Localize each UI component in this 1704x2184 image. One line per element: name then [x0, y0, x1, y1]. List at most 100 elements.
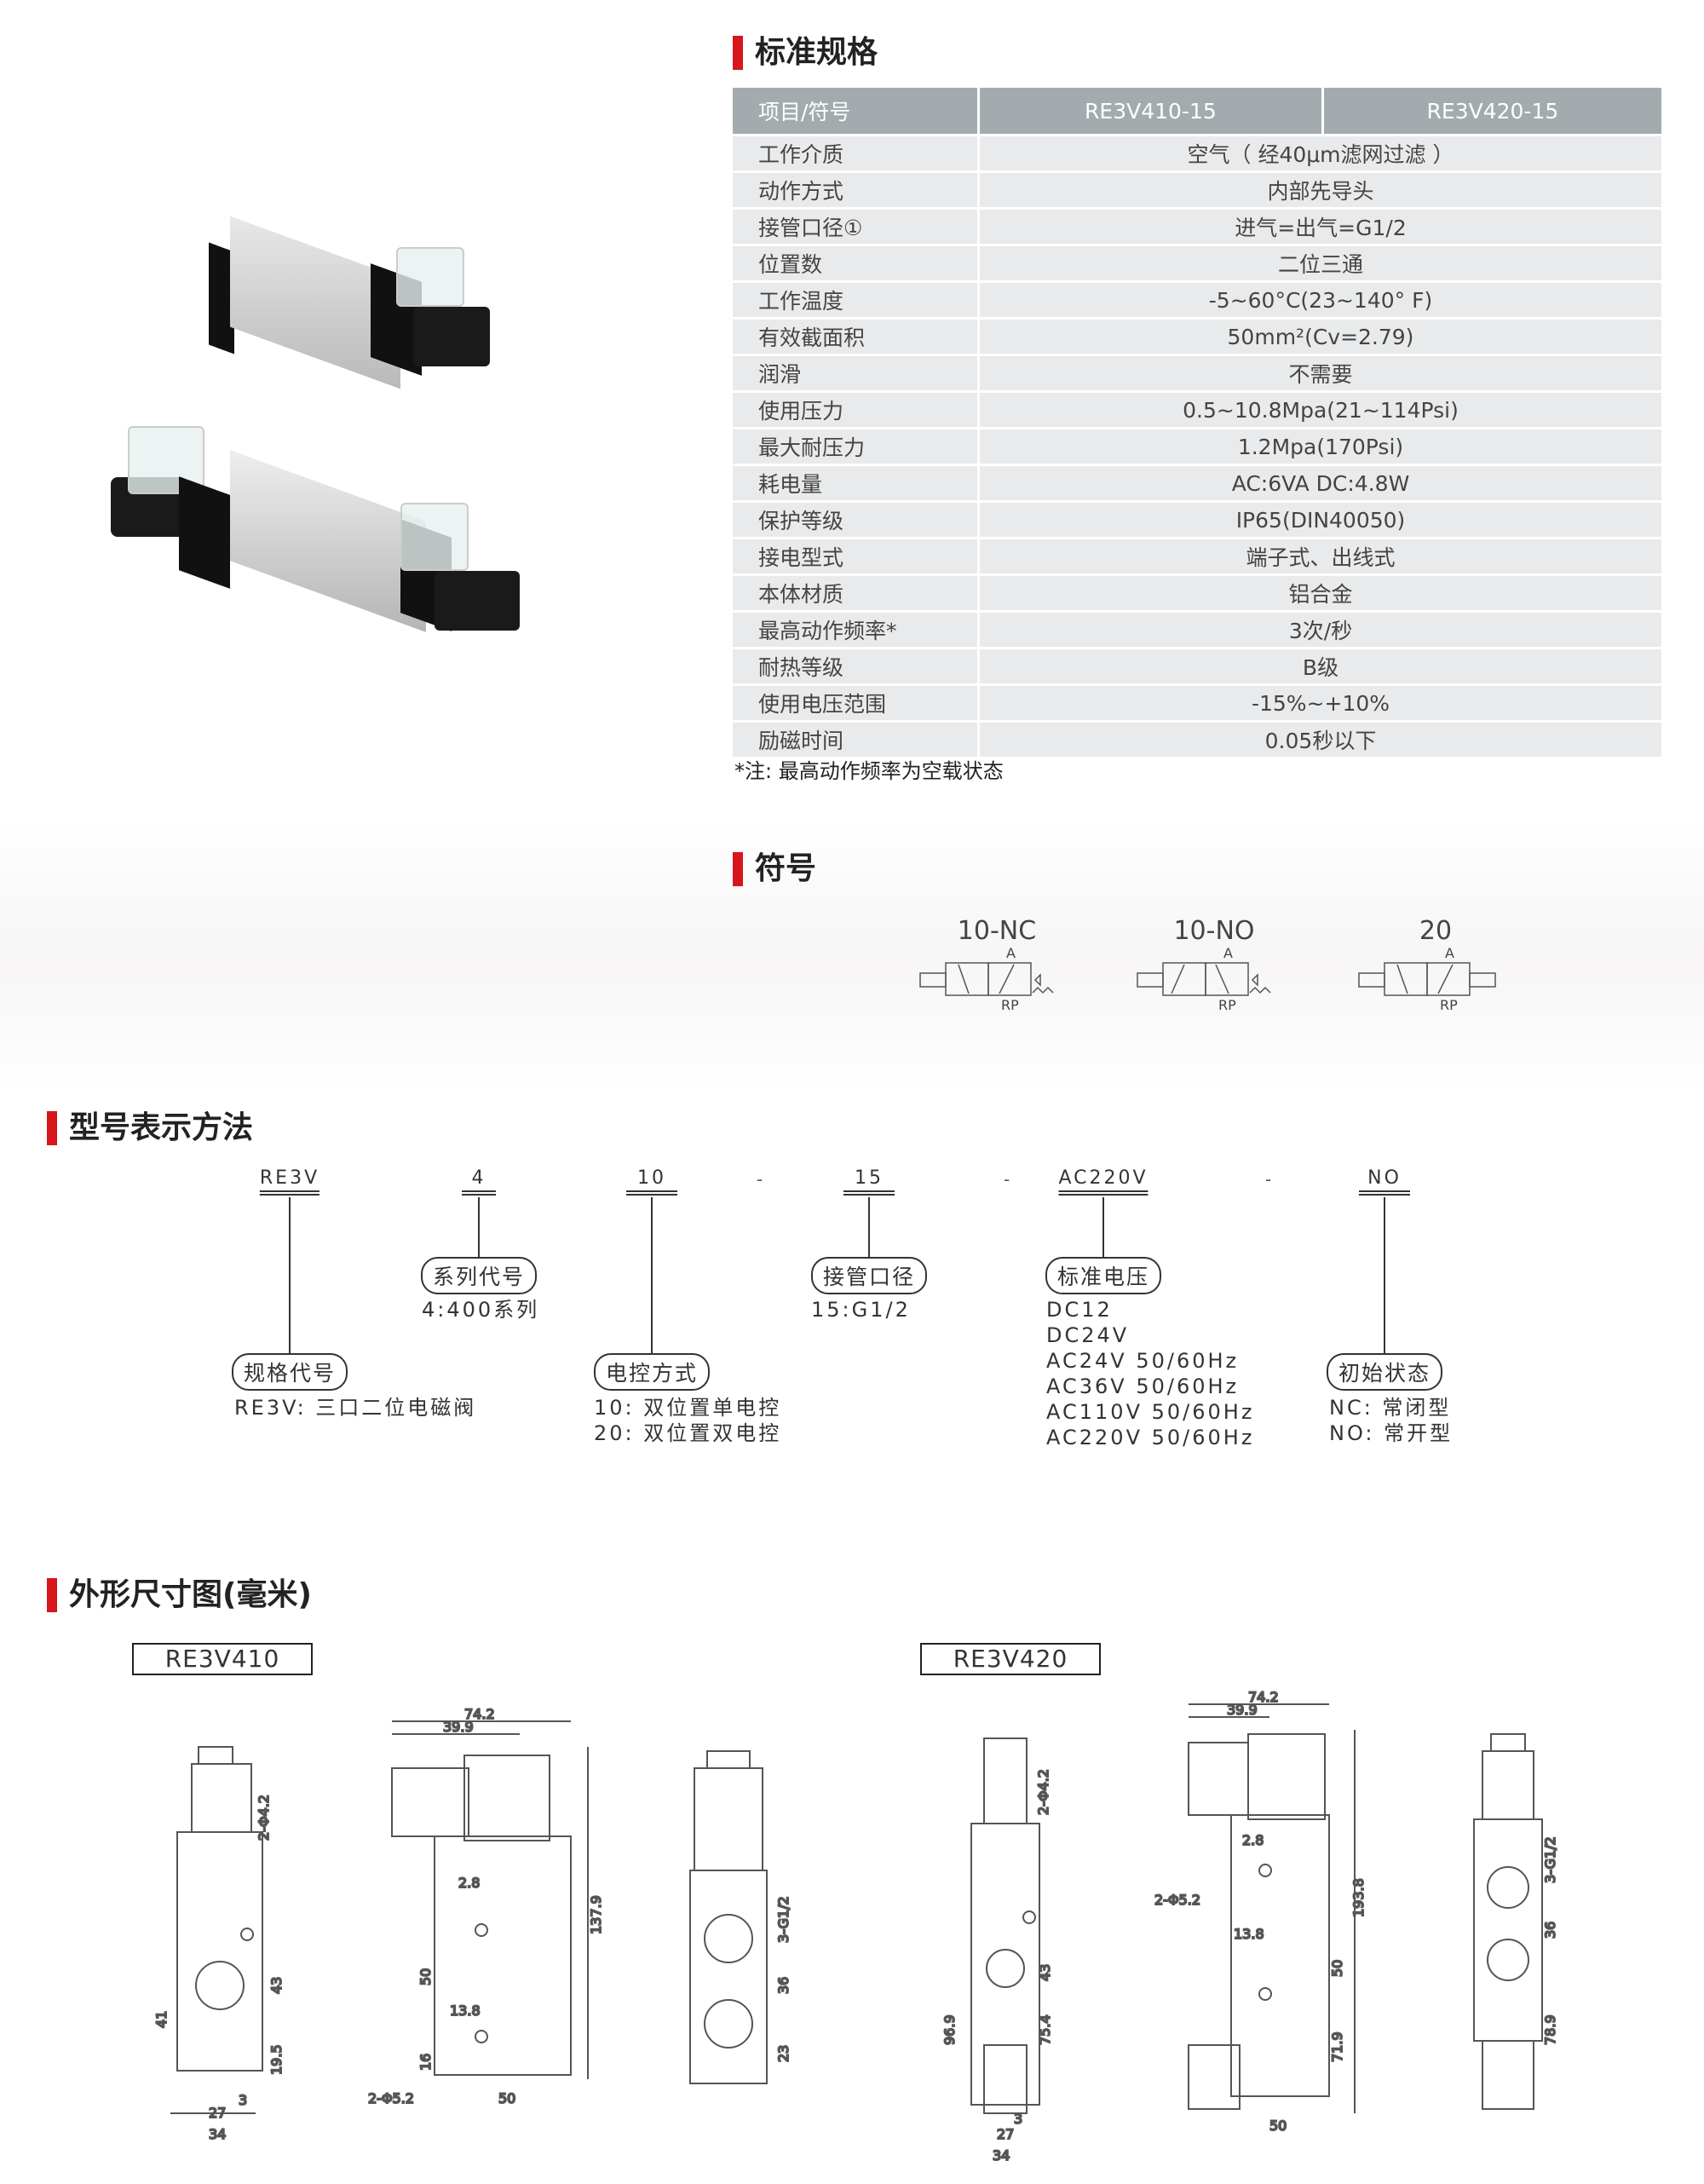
dim: 3 — [239, 2092, 247, 2108]
spec-row: 工作介质空气（ 经40μm滤网过滤 ） — [733, 136, 1661, 170]
coil-icon — [435, 571, 520, 631]
label-control: 电控方式 — [593, 1353, 711, 1391]
separator: - — [1265, 1169, 1272, 1190]
dim: 2-Φ5.2 — [368, 2090, 414, 2106]
header-item: 项目/符号 — [733, 88, 980, 134]
dim: 27 — [997, 2126, 1014, 2142]
valve-symbol-icon: A RP — [1358, 945, 1496, 1013]
spec-value: 内部先导头 — [980, 173, 1661, 207]
dim: 2.8 — [458, 1875, 480, 1891]
dim: 41 — [153, 2011, 170, 2028]
drawing-420-port: 3-G1/2 36 78.9 — [1473, 1733, 1559, 2110]
dim: 27 — [209, 2105, 226, 2121]
spec-label: 接电型式 — [733, 539, 980, 573]
code-series: 4 — [462, 1167, 496, 1196]
code-port: 15 — [843, 1167, 895, 1196]
port-desc: 15:G1/2 — [811, 1298, 911, 1322]
section-title-model: 型号表示方法 — [47, 1109, 253, 1147]
port-label: A — [1006, 946, 1016, 961]
port-label: RP — [1001, 997, 1019, 1013]
spec-value: 50mm²(Cv=2.79) — [980, 320, 1661, 354]
spec-label: 耐热等级 — [733, 649, 980, 683]
spec-value: AC:6VA DC:4.8W — [980, 466, 1661, 500]
symbol-label: 10-NO — [1173, 916, 1255, 946]
voltage-list: DC12 DC24V AC24V 50/60Hz AC36V 50/60Hz A… — [1046, 1297, 1254, 1450]
voltage-option: DC12 — [1046, 1298, 1113, 1322]
dim: 13.8 — [450, 2002, 481, 2019]
dim: 75.4 — [1037, 2014, 1053, 2045]
voltage-option: AC36V 50/60Hz — [1046, 1374, 1240, 1398]
port-label: RP — [1440, 997, 1458, 1013]
spec-row: 使用电压范围-15%~+10% — [733, 686, 1661, 720]
spec-value: 端子式、出线式 — [980, 539, 1661, 573]
port-label: A — [1445, 946, 1454, 961]
dim: 2.8 — [1242, 1832, 1264, 1848]
model-label-420: RE3V420 — [920, 1643, 1101, 1675]
dimension-drawings: 2-Φ4.2 43 19.5 41 27 3 34 74.2 39.9 2.8 … — [153, 1688, 1559, 2164]
drawing-410-front: 2-Φ4.2 43 19.5 41 27 3 34 — [153, 1746, 285, 2143]
spec-note: *注: 最高动作频率为空载状态 — [734, 759, 1004, 783]
control-desc: 10: 双位置单电控 20: 双位置双电控 — [594, 1395, 781, 1446]
spec-label: 耗电量 — [733, 466, 980, 500]
dim: 36 — [775, 1977, 792, 1994]
dim: 3 — [1014, 2111, 1022, 2127]
code-text: 4 — [471, 1167, 486, 1189]
dim: 71.9 — [1329, 2031, 1345, 2062]
drawing-420-front: 2-Φ4.2 43 75.4 96.9 27 3 34 — [941, 1737, 1054, 2164]
code-control: 10 — [626, 1167, 677, 1196]
state-option: NC: 常闭型 — [1329, 1396, 1452, 1420]
port-label: A — [1223, 946, 1233, 961]
code-voltage: AC220V — [1058, 1167, 1148, 1196]
dim: 96.9 — [941, 2014, 958, 2045]
dim: 78.9 — [1542, 2014, 1558, 2045]
dim: 36 — [1542, 1922, 1558, 1939]
symbol-label: 20 — [1419, 916, 1453, 946]
spec-label: 励磁时间 — [733, 723, 980, 757]
connector-line — [289, 1197, 291, 1355]
code-text: RE3V — [259, 1167, 320, 1189]
voltage-option: AC220V 50/60Hz — [1046, 1426, 1255, 1449]
dim: 2-Φ4.2 — [256, 1795, 272, 1841]
separator: - — [1004, 1169, 1010, 1190]
label-series: 系列代号 — [420, 1257, 538, 1294]
spec-label: 最高动作频率* — [733, 613, 980, 647]
dim: 34 — [993, 2147, 1010, 2164]
product-image-single — [209, 216, 490, 392]
spec-value: 0.5~10.8Mpa(21~114Psi) — [980, 393, 1661, 427]
spec-label: 接管口径① — [733, 210, 980, 244]
drawing-420-side: 74.2 39.9 2.8 193.8 2-Φ5.2 13.8 50 71.9 … — [1154, 1688, 1367, 2135]
spec-value: -5~60°C(23~140° F) — [980, 283, 1661, 317]
spec-desc: RE3V: 三口二位电磁阀 — [234, 1396, 477, 1420]
spec-value: 进气=出气=G1/2 — [980, 210, 1661, 244]
dim: 23 — [775, 2045, 792, 2062]
dim: 137.9 — [588, 1895, 604, 1934]
code-text: NO — [1367, 1167, 1402, 1189]
dim: 43 — [268, 1977, 285, 1994]
spec-row: 润滑不需要 — [733, 356, 1661, 390]
spec-row: 本体材质铝合金 — [733, 576, 1661, 610]
spec-value: 3次/秒 — [980, 613, 1661, 647]
control-option: 10: 双位置单电控 — [594, 1396, 782, 1420]
section-title-dimensions: 外形尺寸图(毫米) — [47, 1576, 312, 1614]
code-text: 10 — [637, 1167, 666, 1189]
dim: 2-Φ4.2 — [1035, 1769, 1051, 1815]
dim: 16 — [417, 2054, 434, 2071]
model-label-410: RE3V410 — [132, 1643, 313, 1675]
state-desc: NC: 常闭型 NO: 常开型 — [1329, 1395, 1453, 1446]
dim: 2-Φ5.2 — [1154, 1892, 1200, 1908]
valve-symbol-1: 10-NO A RP — [1133, 916, 1295, 1017]
spec-label: 润滑 — [733, 356, 980, 390]
label-voltage: 标准电压 — [1045, 1257, 1162, 1294]
valve-symbol-icon: A RP — [1137, 945, 1271, 1013]
dim: 193.8 — [1350, 1878, 1367, 1917]
spec-value: 二位三通 — [980, 246, 1661, 280]
header-model-410: RE3V410-15 — [980, 88, 1324, 134]
valve-symbol-0: 10-NC A RP — [916, 916, 1078, 1017]
spec-value: 空气（ 经40μm滤网过滤 ） — [980, 136, 1661, 170]
